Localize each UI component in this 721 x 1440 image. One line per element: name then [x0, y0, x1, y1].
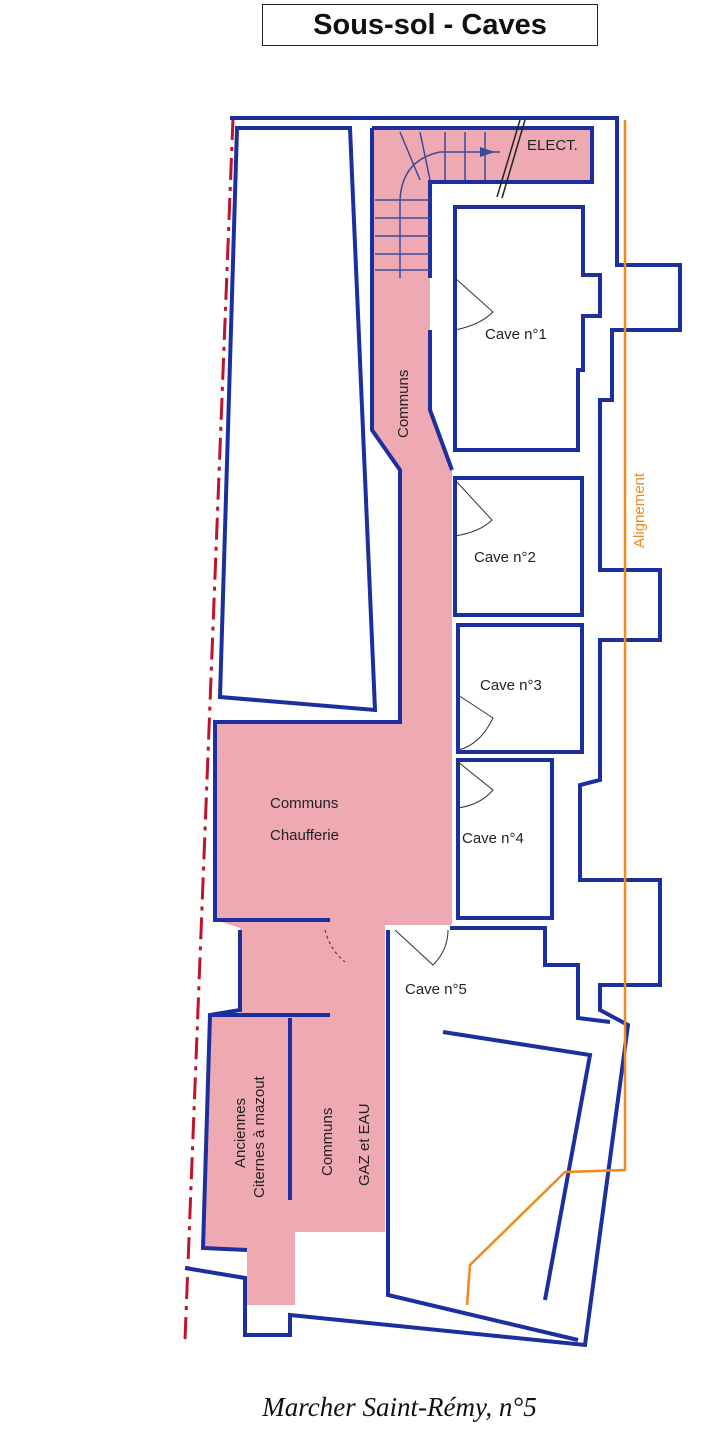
outer-wall [184, 116, 682, 1348]
cave-3-walls [456, 623, 584, 754]
label-citernes-1: Anciennes [232, 1098, 249, 1168]
door-cave-3[interactable] [457, 694, 494, 751]
label-elect: ELECT. [527, 137, 578, 154]
label-citernes-2: Citernes à mazout [251, 1075, 268, 1198]
stair-arrow-icon [480, 147, 495, 157]
label-cave-3: Cave n°3 [480, 677, 542, 694]
door-cave-2[interactable] [454, 479, 493, 537]
cave-5-walls-right [450, 926, 611, 1024]
door-cave-1[interactable] [454, 277, 494, 331]
label-alignement: Alignement [631, 472, 648, 548]
door-gaz[interactable] [324, 929, 346, 963]
elect-marker [496, 119, 521, 198]
left-room [217, 126, 378, 713]
label-chaufferie-2: Chaufferie [270, 827, 339, 844]
cave-4-walls [456, 758, 554, 920]
property-line [183, 117, 235, 1341]
label-gaz-2: GAZ et EAU [356, 1103, 373, 1186]
plan-footer: Marcher Saint-Rémy, n°5 [262, 1392, 537, 1422]
corridor-wall [213, 128, 402, 922]
label-cave-4: Cave n°4 [462, 830, 524, 847]
label-cave-5: Cave n°5 [405, 981, 467, 998]
elect-marker [501, 119, 526, 199]
label-cave-1: Cave n°1 [485, 326, 547, 343]
cave-5-walls [386, 930, 579, 1342]
inner-wall [372, 126, 594, 278]
alignment-line [465, 120, 627, 1306]
door-cave-5[interactable] [394, 929, 449, 966]
label-communs: Communs [395, 370, 412, 438]
stairs [375, 131, 500, 278]
door-cave-4[interactable] [457, 761, 494, 809]
label-gaz-1: Communs [319, 1108, 336, 1176]
plan-title: Sous-sol - Caves [262, 4, 598, 46]
label-chaufferie-1: Communs [270, 795, 338, 812]
cave-1-walls [453, 205, 602, 452]
cave-2-walls [453, 476, 584, 617]
cave-5-partition [442, 1030, 593, 1301]
corridor-wall-right [428, 330, 454, 471]
label-cave-2: Cave n°2 [474, 549, 536, 566]
common-area [203, 128, 592, 1305]
